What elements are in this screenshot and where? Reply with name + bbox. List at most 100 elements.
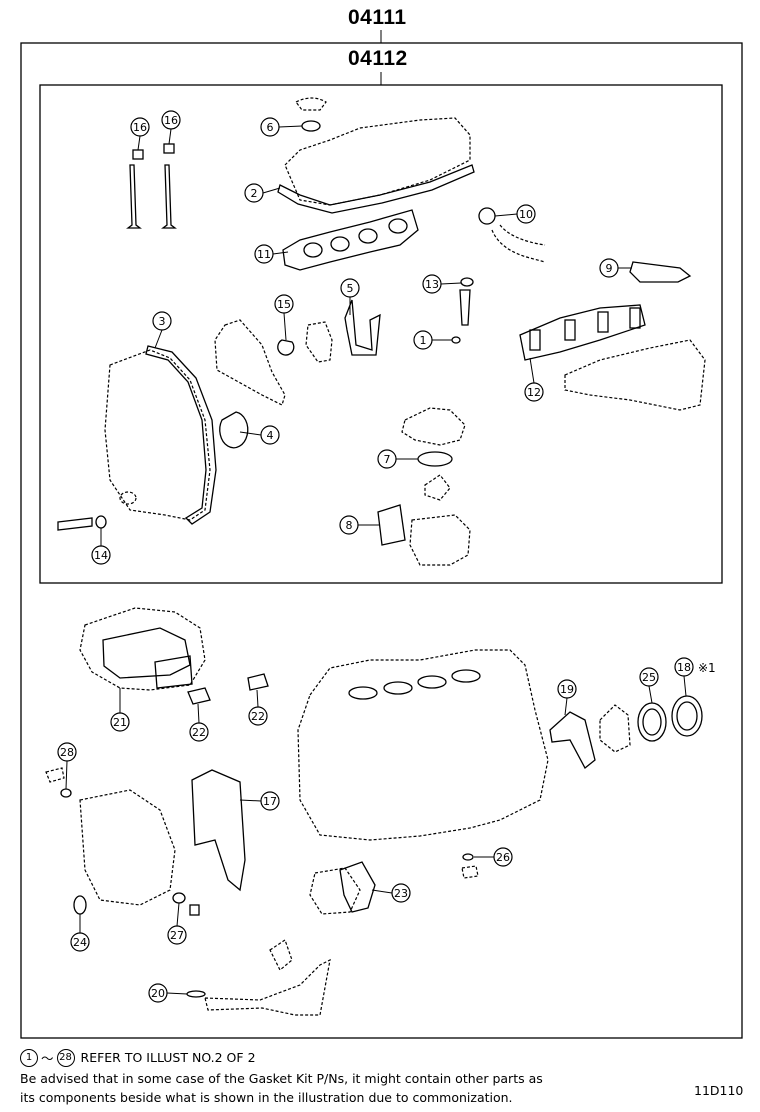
- callout-circle: [274, 294, 294, 314]
- callout-28: 28: [57, 742, 77, 762]
- callout-9: 9: [599, 258, 619, 278]
- outer-kit-frame: [20, 42, 743, 1039]
- callout-number: 14: [94, 549, 108, 562]
- callout-number: 10: [519, 208, 533, 221]
- callout-circle: [674, 657, 694, 677]
- callout-circle: [70, 932, 90, 952]
- callout-number: 15: [277, 298, 291, 311]
- callout-circle: [148, 983, 168, 1003]
- gasket-8: [377, 504, 406, 546]
- cylinder-block: [297, 649, 549, 841]
- callout-circle: [244, 183, 264, 203]
- gasket-22b: [247, 673, 269, 691]
- seal-retainer: [599, 704, 631, 753]
- callout-2: 2: [244, 183, 264, 203]
- ref-end-number: 28: [56, 1048, 75, 1067]
- callout-number: 25: [642, 671, 656, 684]
- water-outlet: [424, 474, 451, 501]
- callout-number: 26: [496, 851, 510, 864]
- callout-number: 8: [346, 519, 353, 532]
- callout-number: 2: [251, 187, 258, 200]
- oil-seal-25: [637, 702, 667, 742]
- callout-number: 23: [394, 887, 408, 900]
- callout-19: 19: [557, 679, 577, 699]
- callout-circle: [167, 925, 187, 945]
- callout-number: 11: [257, 248, 271, 261]
- callout-number: 19: [560, 683, 574, 696]
- callout-15: 15: [274, 294, 294, 314]
- cylinder-bores: [348, 669, 481, 700]
- oil-seal-24: [73, 895, 87, 915]
- callout-circle: [557, 679, 577, 699]
- callout-number: 22: [192, 726, 206, 739]
- callout-27: 27: [167, 925, 187, 945]
- callout-number: 9: [606, 262, 613, 275]
- callout-circle: [260, 117, 280, 137]
- callout-10: 10: [516, 204, 536, 224]
- callout-number: 4: [267, 429, 274, 442]
- rear-plate-19: [549, 711, 596, 769]
- gasket-17: [191, 769, 246, 892]
- callout-number: 12: [527, 386, 541, 399]
- callout-number: 28: [60, 746, 74, 759]
- callout-circle: [422, 274, 442, 294]
- ref-tilde: ～: [41, 1051, 54, 1066]
- callout-circle: [254, 244, 274, 264]
- callout-circle: [152, 311, 172, 331]
- callout-23: 23: [391, 883, 411, 903]
- valve-parts: [126, 143, 177, 229]
- cover-piece: [214, 319, 286, 406]
- head-cover-gasket-21: [79, 607, 206, 691]
- callout-number: 16: [164, 114, 178, 127]
- callout-6: 6: [260, 117, 280, 137]
- callout-circle: [110, 712, 130, 732]
- callout-number: 16: [133, 121, 147, 134]
- callout-number: 17: [263, 795, 277, 808]
- bolt-14: [57, 515, 107, 531]
- gasket-26: [461, 853, 479, 879]
- callout-circle: [639, 667, 659, 687]
- water-pipe-20: [186, 939, 331, 1016]
- callout-1: 1: [413, 330, 433, 350]
- gasket-7: [417, 451, 453, 467]
- callout-8: 8: [339, 515, 359, 535]
- callout-5: 5: [340, 278, 360, 298]
- advisory-line-2: its components beside what is shown in t…: [20, 1090, 513, 1105]
- callout-26: 26: [493, 847, 513, 867]
- callout-circle: [91, 545, 111, 565]
- callout-number: 13: [425, 278, 439, 291]
- oil-seal-4: [219, 411, 249, 449]
- advisory-line-1: Be advised that in some case of the Gask…: [20, 1071, 543, 1086]
- gasket-22a: [187, 687, 211, 705]
- callout-circle: [391, 883, 411, 903]
- note-mark-1: ※1: [698, 661, 716, 675]
- callout-number: 20: [151, 987, 165, 1000]
- thermostat-housing: [401, 407, 466, 446]
- outer-kit-title: 04111: [348, 6, 407, 29]
- callout-18: 18: [674, 657, 694, 677]
- callout-24: 24: [70, 932, 90, 952]
- callout-number: 21: [113, 716, 127, 729]
- callout-25: 25: [639, 667, 659, 687]
- callout-number: 7: [384, 453, 391, 466]
- callout-4: 4: [260, 425, 280, 445]
- ref-start-number: 1: [20, 1048, 38, 1067]
- callout-16: 16: [130, 117, 150, 137]
- reference-note: 1 ～ 28 REFER TO ILLUST NO.2 OF 2: [20, 1048, 256, 1067]
- callout-12: 12: [524, 382, 544, 402]
- oil-seal-18: [671, 695, 703, 737]
- leader-lines: [65, 125, 687, 995]
- callout-layer: 1616621011913515311247814192518212222281…: [57, 110, 694, 1003]
- plug-27: [172, 892, 200, 916]
- callout-circle: [524, 382, 544, 402]
- callout-circle: [130, 117, 150, 137]
- ref-text: REFER TO ILLUST NO.2 OF 2: [80, 1050, 256, 1065]
- callout-number: 1: [420, 334, 427, 347]
- callout-number: 6: [267, 121, 274, 134]
- callout-circle: [377, 449, 397, 469]
- callout-7: 7: [377, 449, 397, 469]
- callout-circle: [260, 791, 280, 811]
- timing-cover-3: [104, 345, 217, 525]
- callout-number: 27: [170, 929, 184, 942]
